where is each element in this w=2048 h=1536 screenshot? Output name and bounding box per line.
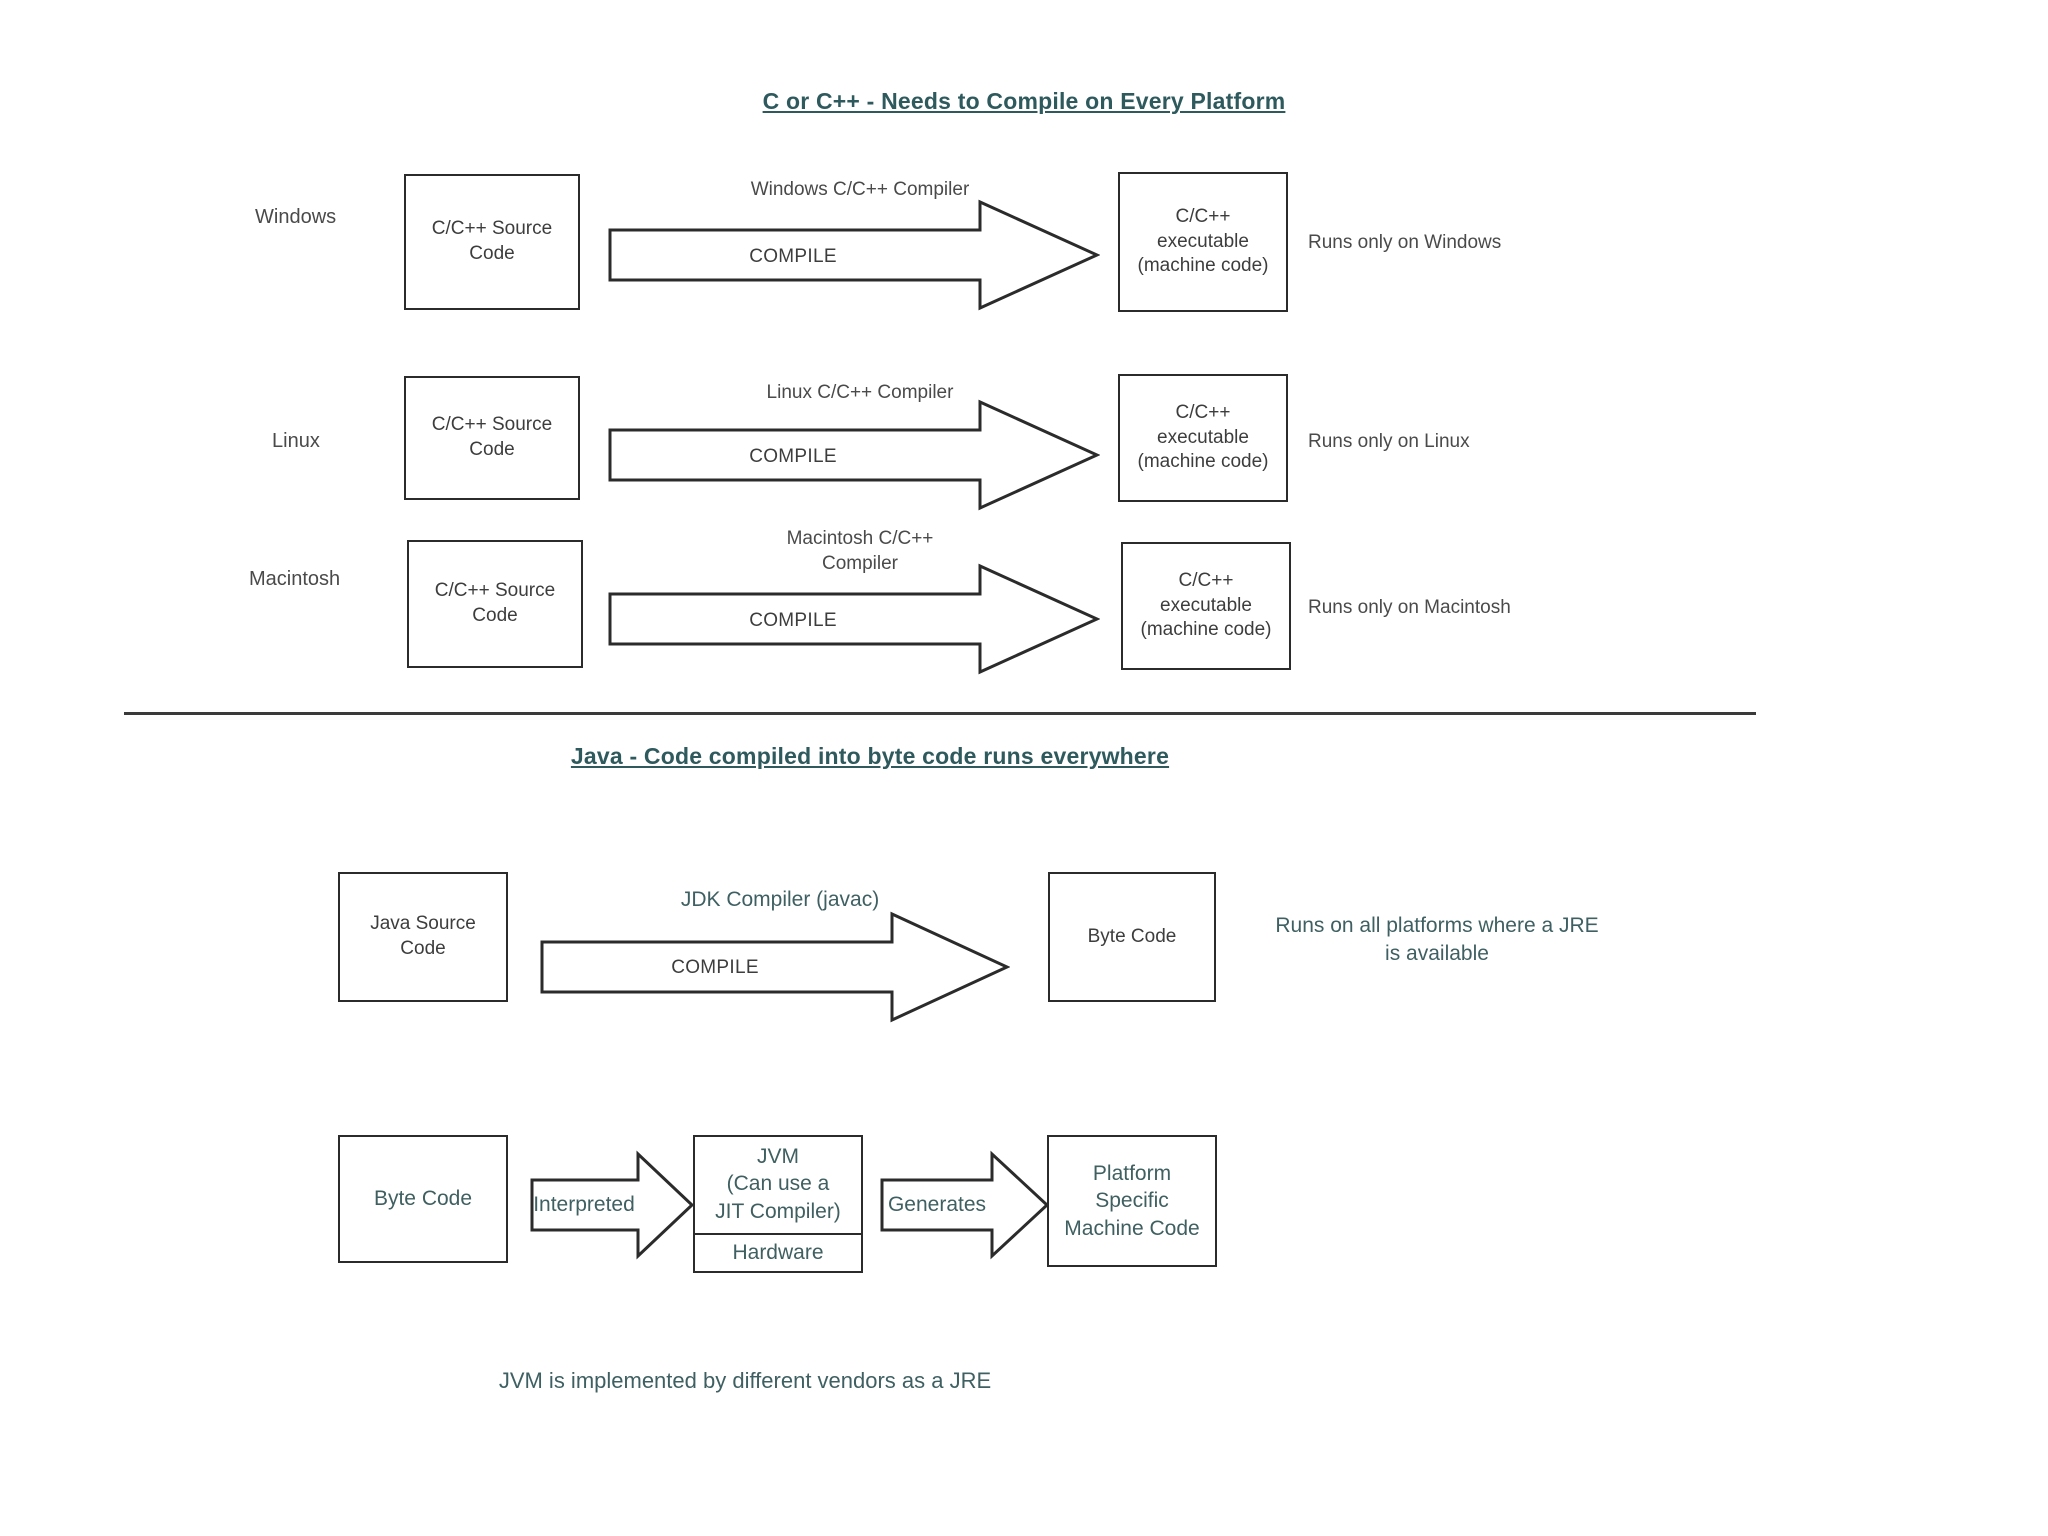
compiler-label-windows: Windows C/C++ Compiler [750, 179, 970, 200]
note-windows: Runs only on Windows [1308, 232, 1502, 253]
platform-label-macintosh: Macintosh [249, 568, 341, 590]
jvm-box: JVM (Can use a JIT Compiler) Hardware [693, 1135, 863, 1273]
note-linux: Runs only on Linux [1308, 431, 1470, 452]
compile-arrow-windows [608, 196, 1100, 314]
interpreted-arrow-label: Interpreted [533, 1193, 635, 1216]
note-jre-availability: Runs on all platforms where a JRE is ava… [1275, 914, 1599, 965]
compile-arrow-macintosh [608, 560, 1100, 678]
section-java-title: Java - Code compiled into byte code runs… [570, 743, 1170, 769]
jvm-box-hardware-text: Hardware [732, 1241, 824, 1264]
footer-note: JVM is implemented by different vendors … [498, 1368, 992, 1393]
platform-machine-code-box: Platform Specific Machine Code [1047, 1135, 1217, 1267]
byte-code-box-runtime: Byte Code [338, 1135, 508, 1263]
byte-code-box-compile: Byte Code [1048, 872, 1216, 1002]
platform-label-linux: Linux [272, 430, 320, 452]
java-compile-arrow-label: COMPILE [671, 957, 759, 978]
source-box-macintosh: C/C++ Source Code [407, 540, 583, 668]
generates-arrow [880, 1150, 1050, 1260]
compile-arrow-label-macintosh: COMPILE [749, 610, 837, 631]
note-macintosh: Runs only on Macintosh [1308, 597, 1511, 618]
java-compile-arrow [540, 908, 1010, 1026]
jvm-box-upper-text: JVM (Can use a JIT Compiler) [695, 1137, 861, 1235]
compiler-label-linux: Linux C/C++ Compiler [766, 382, 954, 403]
generates-arrow-label: Generates [887, 1193, 987, 1216]
compile-arrow-label-windows: COMPILE [749, 246, 837, 267]
platform-label-windows: Windows [255, 206, 337, 228]
output-box-windows: C/C++ executable (machine code) [1118, 172, 1288, 312]
output-box-linux: C/C++ executable (machine code) [1118, 374, 1288, 502]
java-source-box: Java Source Code [338, 872, 508, 1002]
compile-arrow-linux [608, 396, 1100, 514]
compile-arrow-label-linux: COMPILE [749, 446, 837, 467]
compiler-label-macintosh: Macintosh C/C++ Compiler [786, 528, 934, 574]
source-box-windows: C/C++ Source Code [404, 174, 580, 310]
output-box-macintosh: C/C++ executable (machine code) [1121, 542, 1291, 670]
source-box-linux: C/C++ Source Code [404, 376, 580, 500]
interpreted-arrow [530, 1150, 695, 1260]
section-c-title: C or C++ - Needs to Compile on Every Pla… [762, 88, 1286, 114]
jdk-compiler-label: JDK Compiler (javac) [680, 888, 880, 911]
section-divider [124, 712, 1756, 715]
